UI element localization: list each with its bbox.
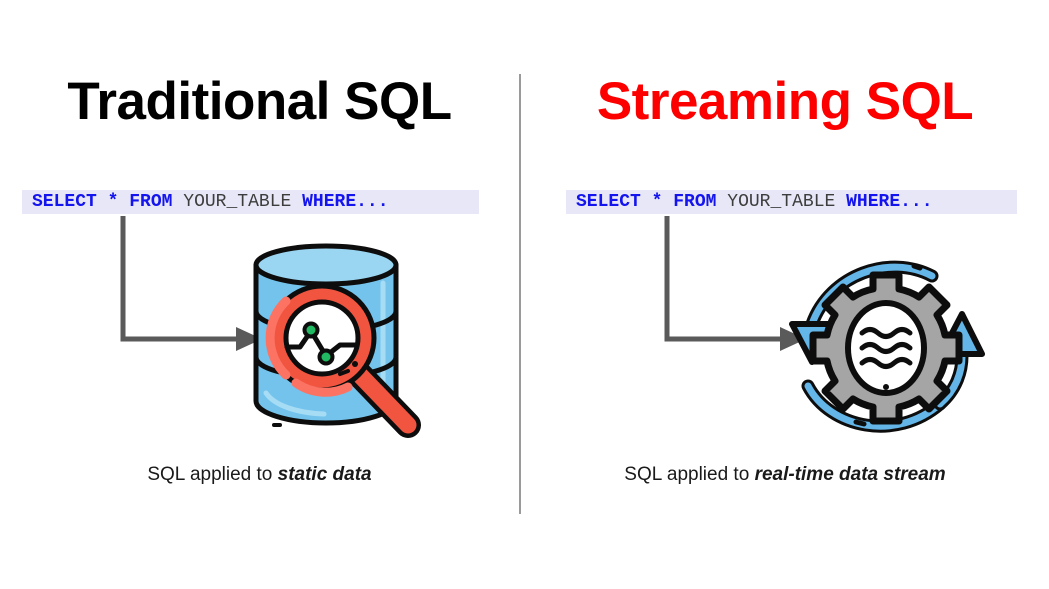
caption-emphasis: real-time data stream — [754, 464, 946, 485]
panel-traditional-sql: Traditional SQL SELECT * FROM YOUR_TABLE… — [0, 0, 519, 589]
caption-emphasis: static data — [277, 464, 372, 485]
sql-keyword-select: SELECT — [32, 192, 97, 212]
sql-keyword-where: WHERE... — [846, 192, 933, 212]
sql-keyword-where: WHERE... — [302, 192, 389, 212]
sql-code-block-streaming: SELECT * FROM YOUR_TABLE WHERE... — [566, 190, 1017, 214]
page-title-traditional: Traditional SQL — [67, 72, 452, 131]
panel-streaming-sql: Streaming SQL — [521, 0, 1049, 589]
sql-table-name: YOUR_TABLE — [727, 192, 836, 212]
sql-keyword-from: FROM — [129, 192, 173, 212]
sql-keyword-from: FROM — [673, 192, 717, 212]
panel-divider — [519, 74, 521, 514]
caption-streaming: SQL applied to real-time data stream — [521, 464, 1049, 486]
caption-prefix: SQL applied to — [147, 464, 278, 485]
connector-arrow-traditional — [118, 214, 264, 359]
sql-star: * — [651, 192, 663, 212]
connector-arrow-streaming — [662, 214, 808, 359]
sql-table-name: YOUR_TABLE — [183, 192, 292, 212]
database-magnifier-icon — [236, 243, 426, 458]
caption-traditional: SQL applied to static data — [0, 464, 519, 486]
page-title-streaming: Streaming SQL — [596, 72, 974, 131]
sql-code-block-traditional: SELECT * FROM YOUR_TABLE WHERE... — [22, 190, 479, 214]
sql-keyword-select: SELECT — [576, 192, 641, 212]
caption-prefix: SQL applied to — [624, 464, 755, 485]
gear-refresh-cycle-icon — [786, 252, 986, 447]
sql-star: * — [107, 192, 119, 212]
